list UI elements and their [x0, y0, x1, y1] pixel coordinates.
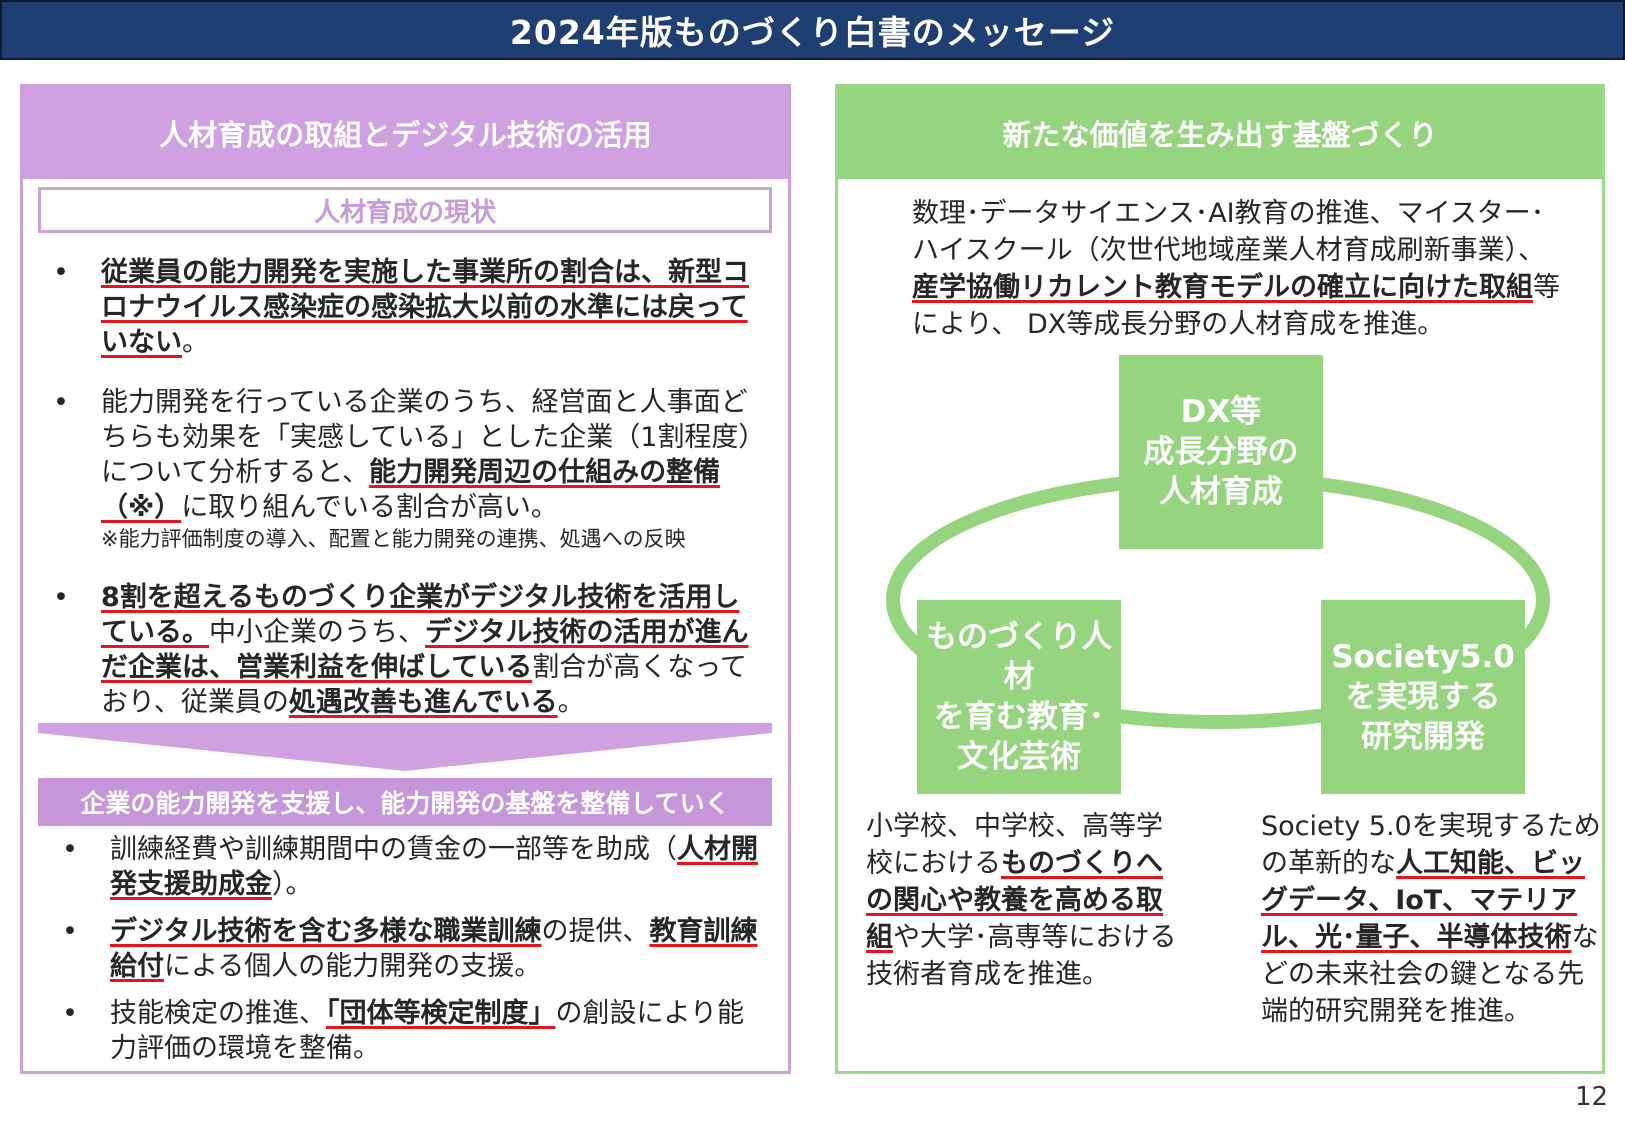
bullet-item: • 8割を超えるものづくり企業がデジタル技術を活用している。中小企業のうち、デジ… — [53, 580, 761, 720]
society-description: Society 5.0を実現するための革新的な人工知能、ビッグデータ、IoT、マ… — [1261, 808, 1601, 1030]
body-text: 能力開発を行っている企業のうち、経営面と人事面どちらも効果を「実感している」とし… — [101, 387, 752, 488]
highlight-text: 従業員の能力開発を実施した事業所の割合は、新型コロナウイルス感染症の感染拡大以前… — [101, 257, 749, 358]
bullet-dot: • — [62, 998, 78, 1029]
left-panel-header: 人材育成の取組とデジタル技術の活用 — [23, 87, 788, 179]
policy-item: • 技能検定の推進、「団体等検定制度」の創設により能力評価の環境を整備。 — [62, 996, 760, 1066]
society-box: Society5.0 を実現する 研究開発 — [1321, 600, 1525, 794]
highlight-text: 処遇改善も進んでいる — [288, 687, 558, 718]
highlight-text: 能力開発周辺の仕組みの整備（※） — [101, 457, 721, 523]
body-text: 割合が高くなっており、従業員の — [101, 652, 747, 718]
body-text: 訓練経費や訓練期間中の賃金の一部等を助成（ — [110, 834, 677, 865]
education-box: ものづくり人材 を育む教育･ 文化芸術 — [917, 600, 1121, 794]
body-text: Society 5.0を実現するための革新的な — [1261, 811, 1601, 879]
dx-box: DX等 成長分野の 人材育成 — [1119, 355, 1323, 549]
bullet-item: • 能力開発を行っている企業のうち、経営面と人事面どちらも効果を「実感している」… — [53, 385, 761, 553]
education-description: 小学校、中学校、高等学校におけるものづくりへの関心や教養を高める取組や大学･高専… — [866, 808, 1186, 993]
policy-header: 企業の能力開発を支援し、能力開発の基盤を整備していく — [38, 778, 772, 826]
page-number: 12 — [1575, 1082, 1609, 1112]
right-panel-header: 新たな価値を生み出す基盤づくり — [838, 87, 1602, 179]
bullet-dot: • — [62, 916, 78, 947]
page-title: 2024年版ものづくり白書のメッセージ — [509, 13, 1116, 52]
highlight-text: 「団体等検定制度」 — [326, 998, 556, 1029]
highlight-text: 人材開発支援助成金 — [110, 834, 758, 900]
body-text: の創設により能力評価の環境を整備。 — [110, 998, 744, 1064]
box-line: DX等 — [1180, 394, 1262, 430]
body-text: などの未来社会の鍵となる先端的研究開発を推進。 — [1261, 922, 1599, 1027]
box-line: 成長分野の — [1143, 434, 1299, 470]
highlight-text: 産学協働リカレント教育モデルの確立に向けた取組 — [912, 272, 1533, 303]
intro-paragraph: 数理･データサイエンス･AI教育の推進、マイスター･ハイスクール（次世代地域産業… — [912, 195, 1562, 343]
box-line: ものづくり人材 — [926, 619, 1112, 695]
body-text: の提供、 — [541, 916, 650, 947]
box-line: を育む教育･ — [933, 699, 1105, 735]
body-text: や大学･高専等における技術者育成を推進。 — [866, 922, 1177, 990]
body-text: に取り組んでいる割合が高い。 — [181, 492, 558, 523]
box-line: 人材育成 — [1159, 474, 1283, 510]
policy-item: • デジタル技術を含む多様な職業訓練の提供、教育訓練給付による個人の能力開発の支… — [62, 914, 760, 984]
body-text: 技能検定の推進、 — [110, 998, 326, 1029]
body-text: 小学校、中学校、高等学校における — [866, 811, 1163, 879]
body-text: 。 — [557, 687, 585, 718]
left-panel: 人材育成の取組とデジタル技術の活用 — [20, 84, 791, 1074]
highlight-text: デジタル技術の活用が進んだ企業は、営業利益を伸ばしている — [101, 617, 749, 683]
body-text: による個人の能力開発の支援。 — [164, 951, 542, 982]
bullet-dot: • — [53, 582, 69, 613]
bullet-item: • 従業員の能力開発を実施した事業所の割合は、新型コロナウイルス感染症の感染拡大… — [53, 255, 751, 360]
highlight-text: 人工知能、ビッグデータ、IoT、マテリアル、光･量子、半導体技術 — [1261, 848, 1585, 953]
right-panel: 新たな価値を生み出す基盤づくり — [835, 84, 1605, 1074]
box-line: 研究開発 — [1361, 719, 1485, 755]
bullet-dot: • — [62, 834, 78, 865]
body-text: 中小企業のうち、 — [209, 617, 425, 648]
policy-item: • 訓練経費や訓練期間中の賃金の一部等を助成（人材開発支援助成金）。 — [62, 832, 760, 902]
title-bar: 2024年版ものづくり白書のメッセージ — [0, 0, 1625, 60]
bullet-dot: • — [53, 257, 69, 288]
box-line: を実現する — [1345, 679, 1501, 715]
body-text: 等により、 DX等成長分野の人材育成を推進。 — [912, 272, 1560, 340]
box-line: Society5.0 — [1331, 639, 1515, 675]
down-arrow-icon — [38, 723, 772, 771]
highlight-text: ものづくりへの関心や教養を高める取組 — [866, 848, 1163, 953]
highlight-text: 教育訓練給付 — [110, 916, 758, 982]
footnote: ※能力評価制度の導入、配置と能力開発の連携、処遇への反映 — [101, 527, 686, 551]
status-label: 人材育成の現状 — [38, 187, 772, 233]
highlight-text: デジタル技術を含む多様な職業訓練 — [110, 916, 542, 947]
bullet-dot: • — [53, 387, 69, 418]
box-line: 文化芸術 — [957, 739, 1081, 775]
highlight-text: 8割を超えるものづくり企業がデジタル技術を活用している。 — [101, 582, 740, 648]
body-text: 。 — [182, 327, 209, 358]
body-text: ）。 — [272, 869, 313, 900]
body-text: 数理･データサイエンス･AI教育の推進、マイスター･ハイスクール（次世代地域産業… — [912, 198, 1546, 266]
